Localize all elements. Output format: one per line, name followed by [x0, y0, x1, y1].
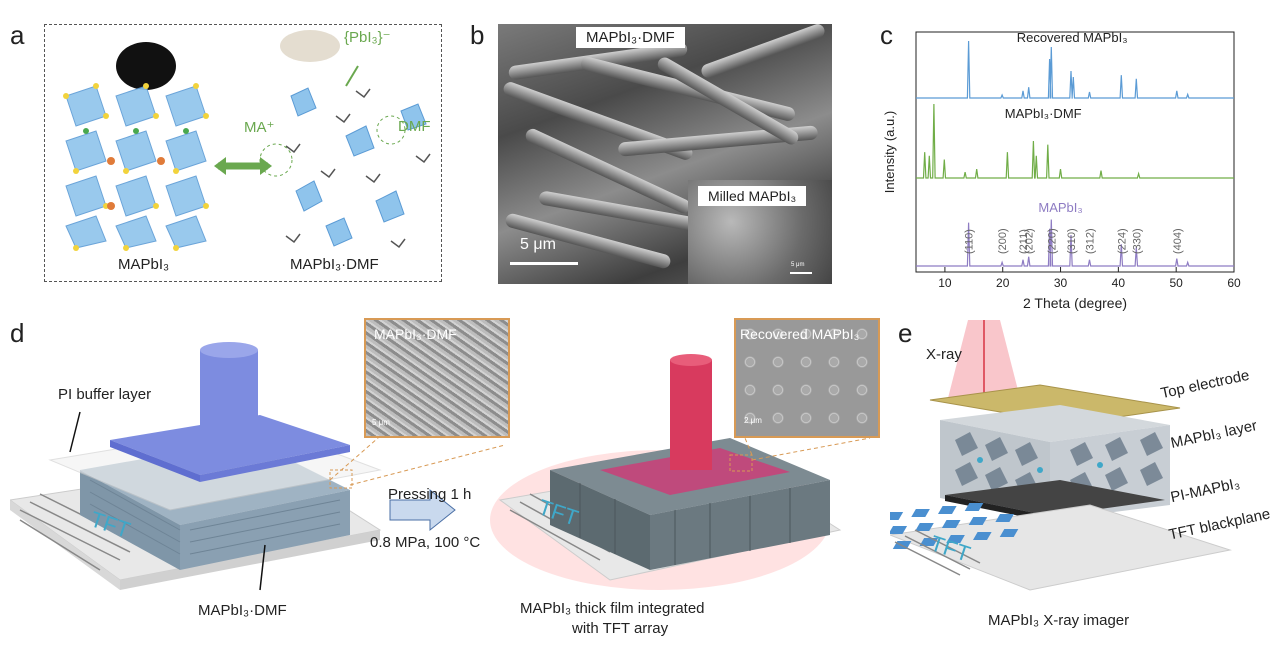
panel-c-label: c — [880, 20, 893, 50]
panel-a-frame — [44, 24, 442, 282]
x-tick-label: 40 — [1112, 276, 1126, 290]
panel-a-label: a — [10, 20, 25, 50]
x-tick-label: 60 — [1227, 276, 1241, 290]
press-piston-left — [200, 350, 258, 440]
inset-right-image — [734, 318, 880, 438]
peak-label: (202) — [1024, 228, 1036, 254]
solvent-label: DMF — [398, 118, 431, 135]
perovskite-illustration — [63, 30, 431, 251]
peak-label: (220) — [1046, 228, 1058, 254]
peak-label: (110) — [964, 229, 976, 254]
right-caption: MAPbI₃·DMF — [290, 256, 379, 273]
process-top-label: Pressing 1 h — [388, 486, 472, 503]
inset-left-image — [364, 318, 510, 438]
black-powder-icon — [116, 42, 176, 90]
x-tick-label: 30 — [1054, 276, 1068, 290]
mapbi3-layer — [940, 405, 1170, 442]
process-illustration — [10, 342, 871, 591]
press-plate-right — [600, 448, 790, 495]
buffer-layer-label: PI buffer layer — [58, 386, 152, 403]
scale-bar-label: 5 μm — [520, 236, 556, 253]
x-tick-label: 10 — [938, 276, 952, 290]
inset-right-title: Recovered MAPbI₃ — [740, 326, 860, 342]
peak-label: (310) — [1066, 228, 1078, 254]
peak-label: (200) — [997, 228, 1009, 254]
dissolved-octahedra — [290, 87, 427, 247]
x-tick-label: 50 — [1170, 276, 1184, 290]
milled-scale-bar — [790, 272, 812, 274]
film-label: MAPbI₃·DMF — [198, 602, 287, 619]
series-line-2 — [916, 219, 1234, 267]
series-name-1: MAPbI₃·DMF — [1005, 106, 1082, 121]
pixel-grid — [890, 503, 1019, 549]
peak-label: (224) — [1116, 228, 1128, 254]
result-line2: with TFT array — [572, 620, 669, 637]
xray-label: X-ray — [926, 346, 962, 363]
result-line1: MAPbI₃ thick film integrated — [520, 600, 705, 617]
panel-d-label: d — [10, 318, 25, 348]
xrd-chart: Recovered MAPbI₃ MAPbI₃·DMF MAPbI₃ (110) (20… — [882, 30, 1241, 311]
perovskite-lattice — [63, 83, 209, 251]
inset-left-title: MAPbI₃·DMF — [374, 326, 457, 342]
scale-bar — [510, 262, 578, 265]
series-name-2: MAPbI₃ — [1038, 200, 1082, 215]
x-tick-label: 20 — [996, 276, 1010, 290]
peak-label: (312) — [1084, 228, 1096, 254]
inset-left-scale: 5 μm — [372, 418, 390, 427]
panel-b-label: b — [470, 20, 485, 50]
process-bottom-label: 0.8 MPa, 100 °C — [370, 534, 481, 551]
peak-label: (330) — [1131, 228, 1143, 254]
x-axis-label: 2 Theta (degree) — [1023, 295, 1127, 311]
panel-e-label: e — [898, 318, 913, 348]
dmf-molecules — [285, 88, 431, 249]
sem-b-title: MAPbI₃·DMF — [576, 27, 685, 48]
peak-label: (211) — [1018, 229, 1030, 254]
series-name-0: Recovered MAPbI₃ — [1017, 30, 1128, 45]
pi-mapbi3-layer — [945, 480, 1165, 516]
imager-caption: MAPbI₃ X-ray imager — [988, 612, 1130, 629]
series-line-0 — [916, 40, 1234, 99]
cation-label: MA⁺ — [244, 119, 275, 136]
press-piston-right — [670, 360, 712, 470]
white-powder-icon — [280, 30, 340, 62]
milled-scale-label: 5 μm — [791, 262, 805, 268]
inset-right-scale: 2 μm — [744, 416, 762, 425]
milled-label: Milled MAPbI₃ — [698, 186, 807, 206]
press-plate-left — [110, 415, 350, 475]
left-caption: MAPbI₃ — [118, 256, 170, 273]
y-axis-label: Intensity (a.u.) — [882, 111, 897, 193]
ion-label: {PbI₃}⁻ — [344, 29, 391, 46]
imager-illustration — [890, 320, 1232, 591]
plot-frame — [915, 31, 1235, 273]
series-line-1 — [916, 103, 1234, 179]
process-arrow-icon — [389, 488, 456, 532]
peak-label: (404) — [1172, 228, 1184, 254]
tft-backplane — [890, 504, 1232, 591]
